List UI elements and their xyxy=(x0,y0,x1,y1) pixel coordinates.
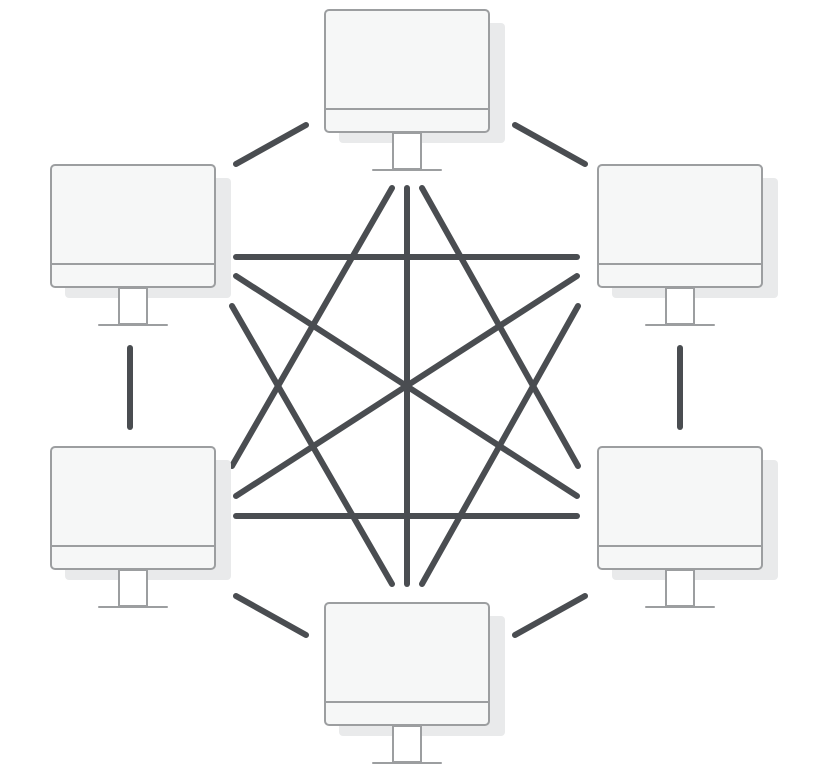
desktop-monitor-icon xyxy=(50,446,232,608)
desktop-monitor-icon xyxy=(50,164,232,326)
link-top-upper-right xyxy=(512,122,588,167)
desktop-monitor-icon xyxy=(324,9,506,171)
link-upper-right-lower-left xyxy=(233,273,580,499)
link-lower-right-bottom xyxy=(512,593,588,638)
desktop-monitor-icon xyxy=(597,446,779,608)
link-lower-left-bottom xyxy=(233,593,309,638)
network-links xyxy=(127,122,683,638)
link-top-upper-left xyxy=(233,122,309,167)
desktop-monitor-icon xyxy=(597,164,779,326)
network-nodes xyxy=(50,9,779,764)
desktop-monitor-icon xyxy=(324,602,506,764)
